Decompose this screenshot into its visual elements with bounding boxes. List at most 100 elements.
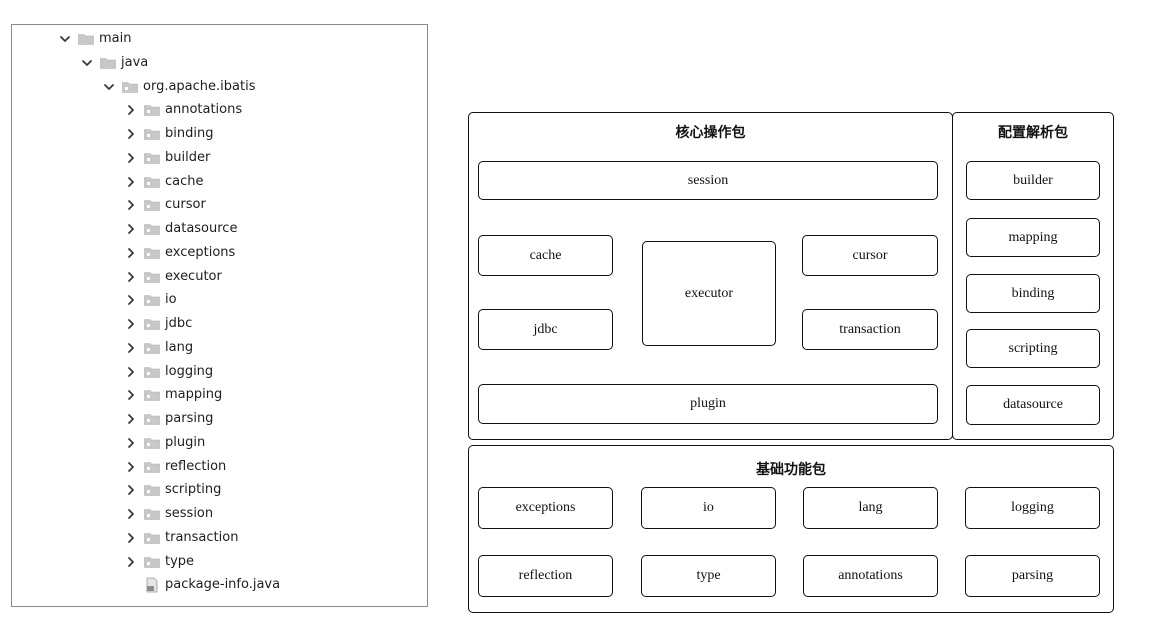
chevron-right-icon[interactable] <box>124 151 138 165</box>
tree-item-label: jdbc <box>165 316 193 331</box>
tree-item[interactable]: reflection <box>124 456 226 478</box>
module-mapping: mapping <box>966 218 1100 257</box>
module-scripting: scripting <box>966 329 1100 368</box>
tree-item[interactable]: io <box>124 289 177 311</box>
module-exceptions: exceptions <box>478 487 613 529</box>
package-folder-icon <box>144 128 160 140</box>
module-binding: binding <box>966 274 1100 313</box>
module-io: io <box>641 487 776 529</box>
chevron-right-icon[interactable] <box>124 412 138 426</box>
chevron-down-icon[interactable] <box>80 56 94 70</box>
tree-item-label: builder <box>165 149 211 165</box>
chevron-right-icon[interactable] <box>124 341 138 355</box>
package-folder-icon <box>144 342 160 354</box>
module-executor: executor <box>642 241 776 346</box>
tree-item[interactable]: session <box>124 503 213 525</box>
module-cache: cache <box>478 235 613 276</box>
tree-item-label: cursor <box>165 197 206 213</box>
tree-item[interactable]: org.apache.ibatis <box>102 76 255 98</box>
chevron-down-icon[interactable] <box>102 80 116 94</box>
tree-item[interactable]: java <box>80 52 148 74</box>
tree-item-label: datasource <box>165 221 238 236</box>
tree-item[interactable]: annotations <box>124 99 242 121</box>
config-package-title: 配置解析包 <box>998 125 1068 141</box>
module-logging: logging <box>965 487 1100 529</box>
tree-item-label: java <box>121 54 149 70</box>
tree-item[interactable]: scripting <box>124 479 221 501</box>
chevron-down-icon[interactable] <box>58 32 72 46</box>
tree-item[interactable]: datasource <box>124 218 237 240</box>
chevron-right-icon[interactable] <box>124 436 138 450</box>
chevron-right-icon[interactable] <box>124 460 138 474</box>
package-folder-icon <box>144 484 160 497</box>
tree-item[interactable]: jdbc <box>124 313 192 335</box>
tree-item-label: reflection <box>165 458 227 474</box>
tree-item-label: scripting <box>165 482 222 498</box>
chevron-right-icon[interactable] <box>124 483 138 497</box>
tree-item[interactable]: executor <box>124 266 222 288</box>
package-folder-icon <box>144 294 160 307</box>
tree-item-label: session <box>165 506 214 521</box>
java-file-icon <box>144 577 160 593</box>
package-folder-icon <box>144 223 160 235</box>
module-annotations: annotations <box>803 555 938 597</box>
tree-item-label: io <box>165 292 177 308</box>
chevron-right-icon[interactable] <box>124 222 138 236</box>
chevron-right-icon[interactable] <box>124 175 138 189</box>
tree-item-label: package-info.java <box>165 577 281 593</box>
tree-item-label: executor <box>165 268 222 284</box>
package-folder-icon <box>144 199 160 212</box>
module-builder: builder <box>966 161 1100 200</box>
chevron-right-icon[interactable] <box>124 365 138 379</box>
module-transaction: transaction <box>802 309 938 350</box>
tree-item[interactable]: binding <box>124 123 213 145</box>
tree-item-label: cache <box>165 173 204 189</box>
chevron-right-icon[interactable] <box>124 103 138 117</box>
tree-item-label: transaction <box>165 529 239 545</box>
package-folder-icon <box>144 271 160 283</box>
package-folder-icon <box>144 461 160 473</box>
module-datasource: datasource <box>966 385 1100 425</box>
spacer <box>124 578 138 592</box>
tree-item[interactable]: type <box>124 551 194 573</box>
chevron-right-icon[interactable] <box>124 531 138 545</box>
core-package-title: 核心操作包 <box>675 125 746 141</box>
chevron-right-icon[interactable] <box>124 555 138 569</box>
tree-item-label: logging <box>165 363 214 379</box>
tree-item[interactable]: lang <box>124 337 193 359</box>
tree-item[interactable]: exceptions <box>124 242 235 264</box>
tree-item[interactable]: mapping <box>124 384 222 406</box>
chevron-right-icon[interactable] <box>124 293 138 307</box>
chevron-right-icon[interactable] <box>124 317 138 331</box>
chevron-right-icon[interactable] <box>124 388 138 402</box>
package-folder-icon <box>144 247 160 259</box>
tree-item[interactable]: cursor <box>124 194 206 216</box>
package-folder-icon <box>144 556 160 568</box>
tree-item[interactable]: plugin <box>124 432 205 454</box>
tree-item-label: plugin <box>165 434 206 450</box>
tree-item[interactable]: logging <box>124 361 213 383</box>
chevron-right-icon[interactable] <box>124 246 138 260</box>
tree-item[interactable]: main <box>58 28 131 50</box>
tree-file-item[interactable]: package-info.java <box>124 574 280 596</box>
tree-item-label: exceptions <box>165 244 236 260</box>
chevron-right-icon[interactable] <box>124 127 138 141</box>
tree-item[interactable]: transaction <box>124 527 238 549</box>
package-folder-icon <box>144 366 160 378</box>
tree-item[interactable]: builder <box>124 147 210 169</box>
package-folder-icon <box>144 104 160 117</box>
package-folder-icon <box>144 437 160 449</box>
tree-item-label: main <box>99 31 132 46</box>
tree-item-label: mapping <box>165 387 223 403</box>
tree-item-label: org.apache.ibatis <box>143 78 256 94</box>
chevron-right-icon[interactable] <box>124 270 138 284</box>
package-folder-icon <box>144 176 160 188</box>
package-folder-icon <box>144 318 160 330</box>
package-folder-icon <box>144 508 160 520</box>
chevron-right-icon[interactable] <box>124 198 138 212</box>
module-cursor: cursor <box>802 235 938 276</box>
tree-item[interactable]: cache <box>124 171 204 193</box>
chevron-right-icon[interactable] <box>124 507 138 521</box>
tree-item[interactable]: parsing <box>124 408 213 430</box>
